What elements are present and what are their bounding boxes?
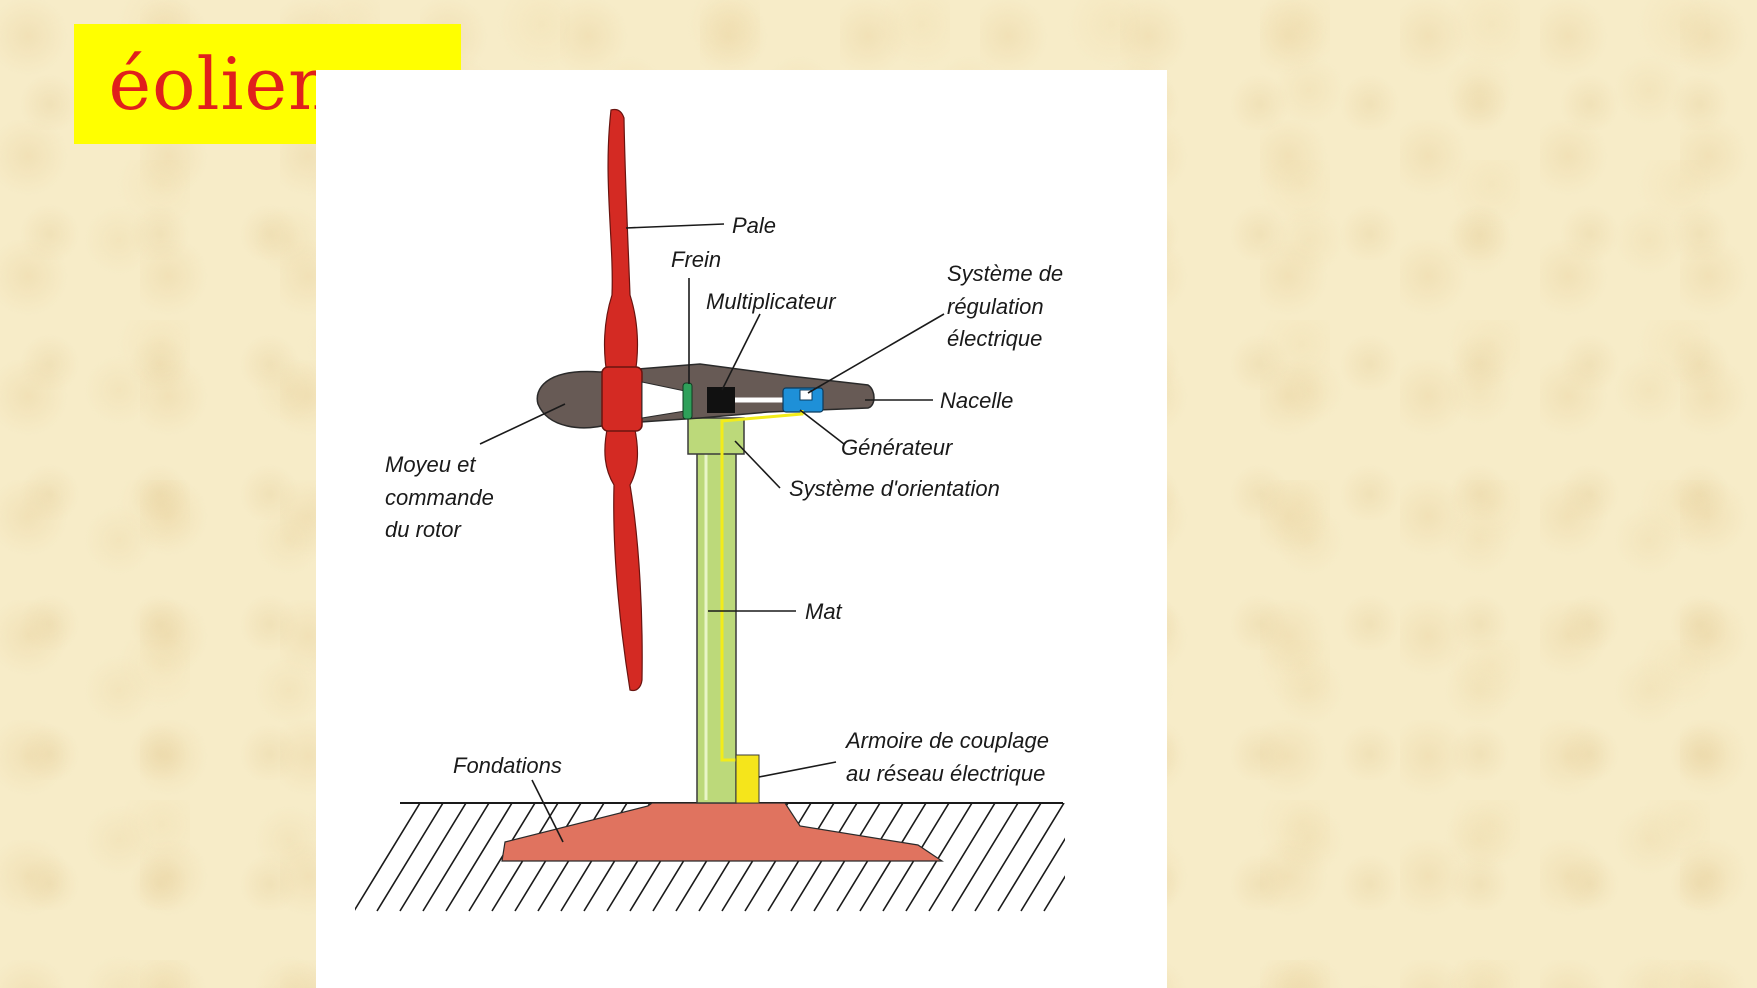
leader-pale [625, 223, 725, 229]
foundation [501, 802, 944, 862]
hatch-line [905, 803, 973, 912]
hatch-line [468, 803, 536, 912]
label-regulation-2: régulation [947, 294, 1044, 319]
hatch-line [355, 803, 421, 911]
label-armoire-2: au réseau électrique [846, 761, 1045, 786]
hatch-line [1043, 875, 1065, 912]
label-generateur: Générateur [841, 435, 954, 460]
label-nacelle: Nacelle [940, 388, 1013, 413]
label-orientation: Système d'orientation [789, 476, 1000, 501]
label-regulation-3: électrique [947, 326, 1042, 351]
hatch-line [376, 803, 444, 912]
leader-moyeu [479, 403, 566, 445]
wind-turbine-diagram: Pale Frein Multiplicateur Système de rég… [355, 108, 1065, 912]
hatch-line [951, 803, 1019, 912]
label-frein: Frein [671, 247, 721, 272]
leader-regulation [807, 313, 945, 394]
hatch-line [1020, 837, 1065, 912]
brake-disc [682, 382, 693, 420]
hatch-line [928, 803, 996, 912]
regulation-unit [799, 389, 813, 401]
power-cable [720, 410, 804, 762]
label-fondations: Fondations [453, 753, 562, 778]
label-armoire-1: Armoire de couplage [844, 728, 1049, 753]
leader-orientation [734, 440, 781, 489]
hub [601, 366, 643, 432]
hatch-line [997, 803, 1065, 912]
hatch-line [445, 803, 513, 912]
hatch-line [399, 803, 467, 912]
coupling-cabinet [735, 754, 760, 804]
leader-multiplicateur [721, 313, 761, 391]
label-moyeu-3: du rotor [385, 517, 462, 542]
hatch-line [422, 803, 490, 912]
yaw-system [687, 417, 745, 455]
tower-body [696, 429, 737, 804]
leader-generateur [799, 409, 845, 445]
label-moyeu-1: Moyeu et [385, 452, 476, 477]
label-pale: Pale [732, 213, 776, 238]
gearbox [707, 387, 735, 413]
blade-upper [603, 108, 639, 381]
label-moyeu-2: commande [385, 485, 494, 510]
hatch-line [974, 803, 1042, 912]
label-regulation-1: Système de [947, 261, 1063, 286]
blade-lower [604, 424, 643, 692]
diagram-panel: Pale Frein Multiplicateur Système de rég… [316, 70, 1167, 988]
label-mat: Mat [805, 599, 843, 624]
leader-armoire [758, 761, 837, 778]
label-multiplicateur: Multiplicateur [706, 289, 837, 314]
leader-fondations [531, 779, 564, 843]
